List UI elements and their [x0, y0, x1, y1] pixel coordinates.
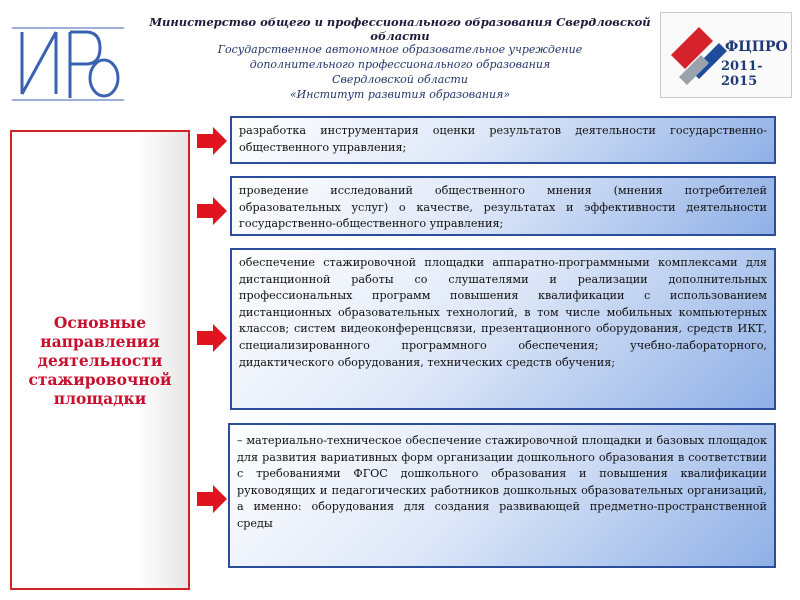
fcpro-title: ФЦПРО [725, 39, 788, 55]
ministry-title: Министерство общего и профессионального … [149, 15, 651, 43]
direction-box: обеспечение стажировочной площадки аппар… [230, 248, 776, 410]
institution-name: Государственное автономное образовательн… [180, 42, 620, 102]
arrow-right-icon [197, 485, 227, 513]
arrow-right-icon [197, 127, 227, 155]
direction-box: – материально-техническое обеспечение ст… [228, 423, 776, 568]
arrow-right-icon [197, 197, 227, 225]
direction-box: проведение исследований общественного мн… [230, 176, 776, 236]
institution-line: Государственное автономное образовательн… [217, 43, 583, 56]
fcpro-logo: ФЦПРО 2011-2015 [660, 12, 792, 98]
institution-line: Свердловской области [332, 73, 468, 86]
main-directions-panel: Основные направления деятельности стажир… [10, 130, 190, 590]
institution-line: «Институт развития образования» [289, 88, 511, 101]
main-directions-title: Основные направления деятельности стажир… [28, 312, 172, 408]
institution-line: дополнительного профессионального образо… [249, 58, 551, 71]
iro-logo [12, 27, 124, 101]
fcpro-emblem-icon [671, 27, 727, 85]
fcpro-years: 2011-2015 [721, 59, 763, 89]
direction-box: разработка инструментария оценки результ… [230, 116, 776, 164]
arrow-right-icon [197, 324, 227, 352]
